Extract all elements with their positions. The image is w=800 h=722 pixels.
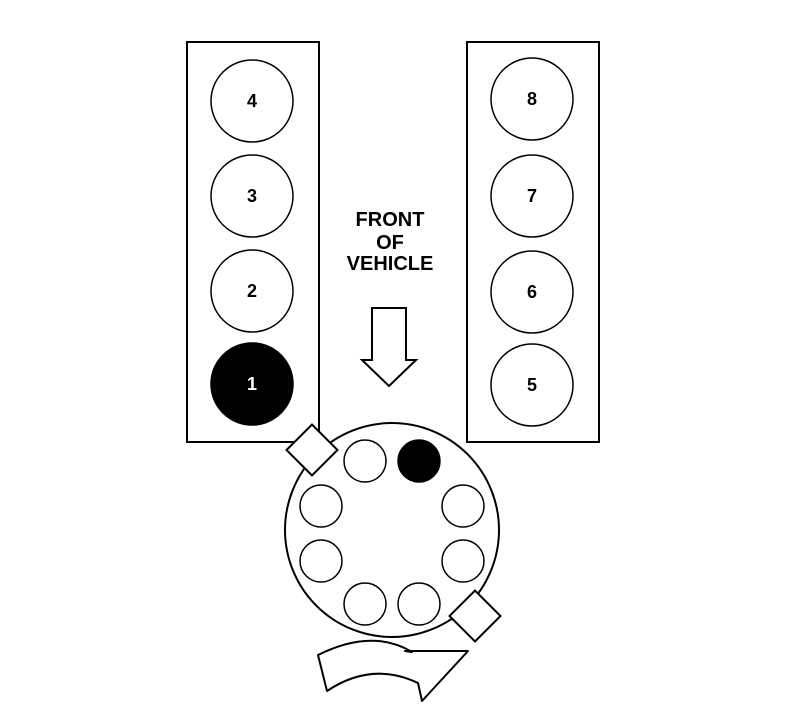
right-bank-outline	[466, 41, 600, 443]
cylinder-circle	[490, 57, 574, 141]
cylinder-right-2: 6	[490, 250, 574, 334]
cylinder-left-0: 4	[210, 59, 294, 143]
cylinder-circle	[490, 250, 574, 334]
distributor-terminal-2	[441, 484, 485, 528]
distributor-terminal-3	[441, 539, 485, 583]
cylinder-number: 5	[527, 375, 537, 395]
cylinder-number: 1	[247, 374, 257, 394]
front-label-line1: FRONT	[356, 209, 425, 231]
cylinder-number: 3	[247, 186, 257, 206]
cylinder-left-1: 3	[210, 154, 294, 238]
distributor-tab-right	[448, 589, 502, 643]
cylinder-circle	[210, 342, 294, 426]
distributor-terminal-5	[343, 582, 387, 626]
cylinder-number: 4	[247, 91, 257, 111]
distributor-cap-outline	[284, 422, 500, 638]
cylinder-number: 2	[247, 281, 257, 301]
distributor-terminal-0	[343, 439, 387, 483]
cylinder-circle	[490, 154, 574, 238]
cylinder-right-1: 7	[490, 154, 574, 238]
distributor-terminal-7	[299, 484, 343, 528]
distributor-terminal-4	[397, 582, 441, 626]
distributor-cap	[284, 422, 500, 638]
distributor-terminal-1	[397, 439, 441, 483]
front-direction-arrow-icon	[359, 307, 419, 388]
cylinder-number: 7	[527, 186, 537, 206]
distributor-terminals	[299, 439, 485, 626]
right-cylinder-bank: 8 7 6 5	[466, 41, 600, 443]
cylinder-circle	[210, 59, 294, 143]
front-label-line2: OF	[376, 232, 404, 254]
cylinder-number: 8	[527, 89, 537, 109]
left-cylinder-bank: 4 3 2 1	[186, 41, 320, 443]
cylinder-left-3: 1	[210, 342, 294, 426]
cylinder-number: 6	[527, 282, 537, 302]
front-of-vehicle-label: FRONT OF VEHICLE	[347, 209, 434, 275]
cylinder-circle	[210, 154, 294, 238]
distributor-terminal-6	[299, 539, 343, 583]
front-label-line3: VEHICLE	[347, 253, 434, 275]
cylinder-circle	[210, 249, 294, 333]
cylinder-circle	[490, 343, 574, 427]
distributor-tab-left	[285, 423, 339, 477]
rotation-arrow-icon	[317, 639, 469, 702]
left-bank-outline	[186, 41, 320, 443]
cylinder-right-0: 8	[490, 57, 574, 141]
cylinder-right-3: 5	[490, 343, 574, 427]
cylinder-left-2: 2	[210, 249, 294, 333]
